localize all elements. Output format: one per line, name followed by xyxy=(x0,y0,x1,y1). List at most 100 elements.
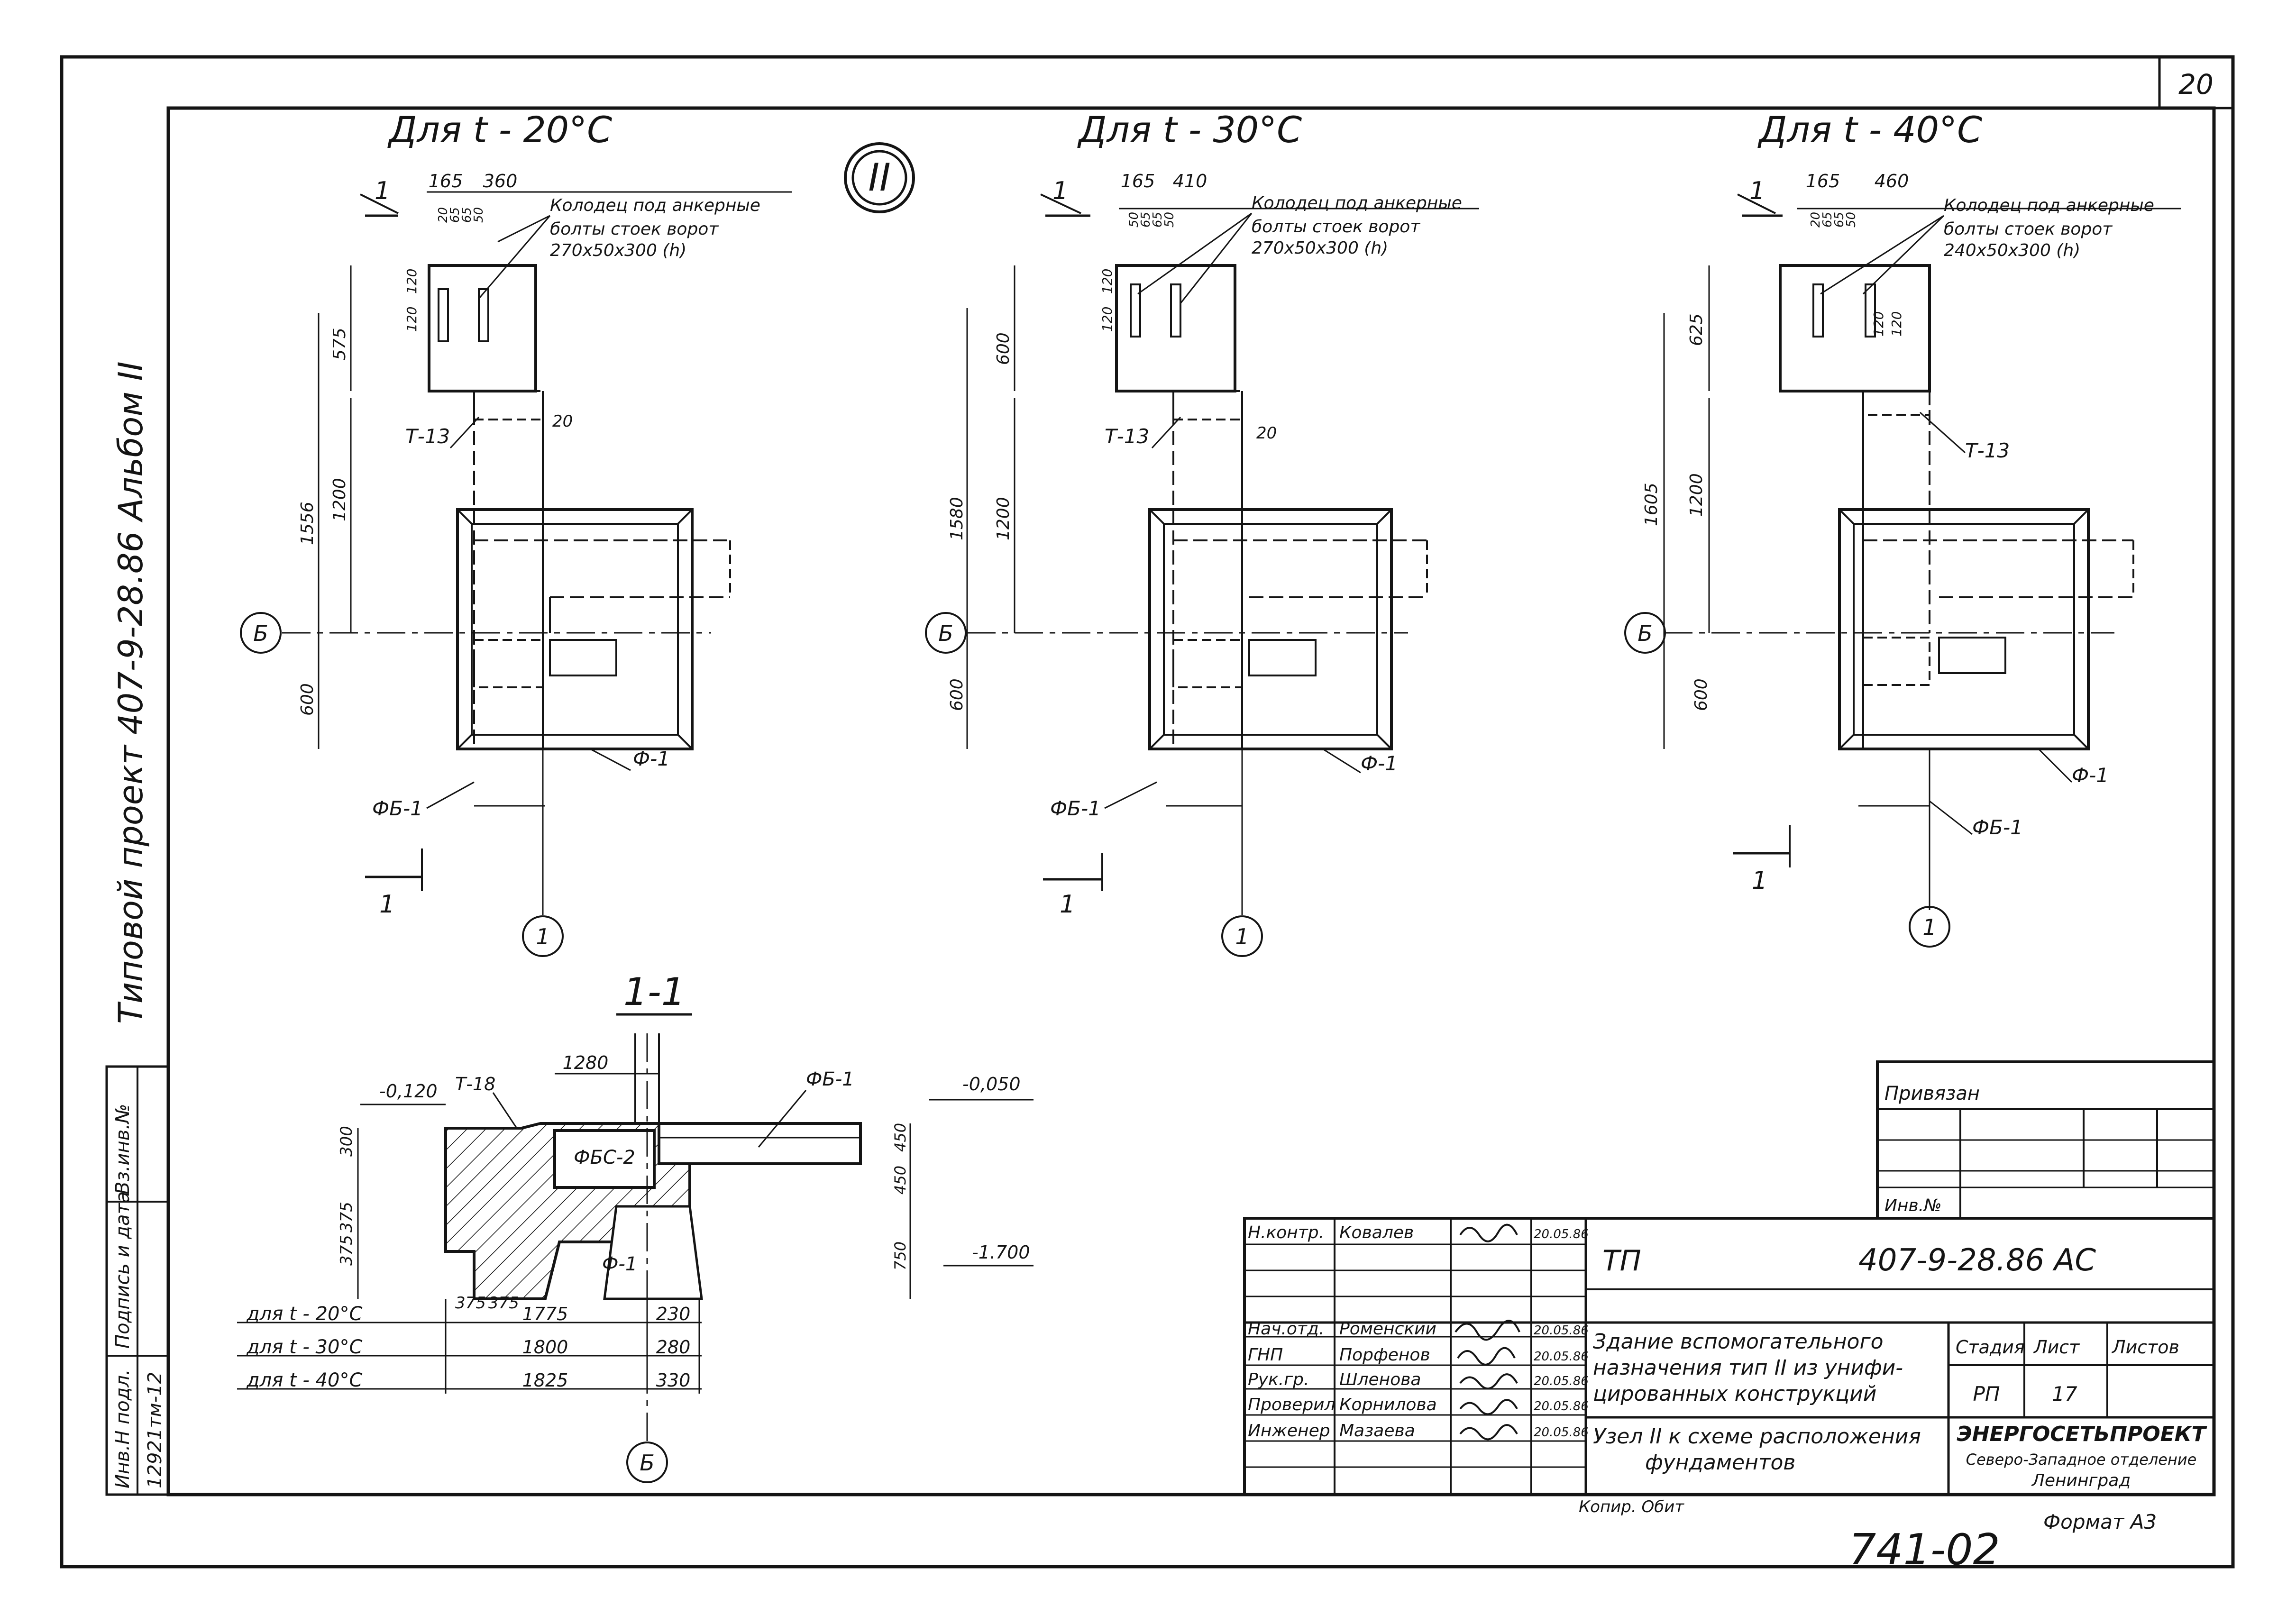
plan-1-small-dim-2: 65 xyxy=(448,207,462,223)
left-stamp: Инв.Н подл. Подпись и дата Вз.инв.№ 1292… xyxy=(105,1065,170,1496)
section-level-right: -0,050 xyxy=(962,1074,1021,1095)
plan-1-side-dim-b: 1556 xyxy=(298,502,317,545)
format-label: Формат А3 xyxy=(2043,1510,2157,1533)
plan-1-tie-label: Т-13 xyxy=(405,425,450,448)
plan-2-small-dim-3: 65 xyxy=(1151,212,1165,228)
tb-org-3: Ленинград xyxy=(2031,1471,2131,1490)
plan-2-title: Для t - 30°C xyxy=(1077,109,1302,151)
signer-role-9: Инженер xyxy=(1248,1421,1330,1441)
section-left-dim-2: 375 xyxy=(337,1202,356,1232)
plan-1-block-label: ФБ-1 xyxy=(372,797,423,820)
plan-2-axis-letter: Б xyxy=(938,620,953,646)
signer-role-8: Проверил xyxy=(1248,1395,1336,1414)
tb-stage: РП xyxy=(1973,1382,2000,1405)
stamp-label-inv-replaced: Вз.инв.№ xyxy=(112,1104,134,1195)
plan-3-small-dim-4: 50 xyxy=(1844,212,1858,228)
signer-date-8: 20.05.86 xyxy=(1534,1399,1589,1414)
plan-3-small-dim-2: 65 xyxy=(1820,212,1835,228)
plan-1-gap: 20 xyxy=(552,412,573,431)
plan-1-note-3: 270х50х300 (h) xyxy=(550,241,686,260)
signer-name-1: Ковалев xyxy=(1339,1223,1414,1242)
tb-tp: ТП xyxy=(1602,1244,1641,1277)
section-right-dim-3: 750 xyxy=(891,1241,909,1270)
tb-object-3: цированных конструкций xyxy=(1593,1382,1876,1406)
plan-2-dim-top-a: 165 xyxy=(1121,171,1155,192)
plan-1-foundation-label: Ф-1 xyxy=(633,747,670,770)
section-row-1-right: 230 xyxy=(656,1304,691,1324)
signer-date-9: 20.05.86 xyxy=(1534,1425,1589,1440)
section-top-dim: 1280 xyxy=(563,1052,609,1073)
signer-name-5: Роменский xyxy=(1339,1319,1436,1339)
plan-2-well-dim-2: 120 xyxy=(1099,269,1115,294)
signer-role-5: Нач.отд. xyxy=(1248,1319,1324,1339)
plan-3-axis-number: 1 xyxy=(1922,914,1936,940)
plan-2-block-label: ФБ-1 xyxy=(1050,797,1101,820)
plan-3-note-3: 240х50х300 (h) xyxy=(1944,241,2080,260)
inner-frame xyxy=(166,106,2216,1496)
section-row-3-right: 330 xyxy=(656,1370,691,1391)
tb-sheet-header: Лист xyxy=(2033,1337,2080,1358)
section-row-2-right: 280 xyxy=(656,1337,691,1358)
signer-date-6: 20.05.86 xyxy=(1534,1350,1589,1364)
plan-2-gap: 20 xyxy=(1256,424,1277,443)
section-title: 1-1 xyxy=(623,970,686,1014)
outer-frame xyxy=(60,55,2235,1569)
plan-2-side-dim-a: 600 xyxy=(994,332,1013,365)
section-right-dim-2: 450 xyxy=(891,1166,909,1195)
section-row-3-label: для t - 40°C xyxy=(246,1369,362,1391)
plan-1-title: Для t - 20°C xyxy=(387,109,612,151)
plan-3-small-dim-3: 65 xyxy=(1832,212,1847,228)
tb-sheets-header: Листов xyxy=(2111,1337,2179,1358)
plan-1-side-dim-d: 600 xyxy=(298,683,317,716)
plan-1-side-dim-a: 575 xyxy=(330,328,349,360)
plan-2-side-dim-d: 600 xyxy=(947,678,967,711)
signer-role-6: ГНП xyxy=(1248,1345,1283,1365)
tb-stage-header: Стадия xyxy=(1956,1337,2025,1358)
plan-2-side-dim-c: 1200 xyxy=(994,497,1013,540)
section-bottom-small-1: 375 xyxy=(455,1294,486,1313)
plan-3-note-1: Колодец под анкерные xyxy=(1944,196,2154,215)
plan-2: Для t - 30°C 165 410 50 65 65 50 Колодец… xyxy=(925,109,1479,957)
plan-1-section-bottom: 1 xyxy=(379,890,395,919)
stamp-label-signature: Подпись и дата xyxy=(112,1192,134,1349)
plan-3-foundation-label: Ф-1 xyxy=(2072,764,2109,787)
section-level-left: -0,120 xyxy=(379,1081,438,1102)
plan-1-axis-number: 1 xyxy=(536,924,549,949)
plan-3: Для t - 40°C 165 460 20 65 65 50 Колодец… xyxy=(1624,109,2181,948)
plan-3-well-dim-2: 120 xyxy=(1889,311,1904,337)
section-row-1-mid: 1775 xyxy=(522,1304,568,1324)
plan-2-note-3: 270х50х300 (h) xyxy=(1252,238,1388,258)
section-block2-label: ФБС-2 xyxy=(574,1147,635,1168)
signature-8 xyxy=(1459,1399,1518,1415)
plan-1-dim-top-b: 360 xyxy=(483,171,518,192)
plan-1: Для t - 20°C 165 360 20 65 65 50 Колодец… xyxy=(240,109,792,957)
tb-org-2: Северо-Западное отделение xyxy=(1966,1451,2197,1469)
signer-role-1: Н.контр. xyxy=(1248,1223,1324,1242)
plan-2-axis-number: 1 xyxy=(1235,924,1249,949)
tb-sheet: 17 xyxy=(2052,1382,2077,1405)
plan-2-section-bottom: 1 xyxy=(1060,890,1075,919)
plan-1-side-dim-c: 1200 xyxy=(330,478,349,521)
plan-1-axis-letter: Б xyxy=(253,620,268,646)
signer-role-7: Рук.гр. xyxy=(1248,1370,1309,1389)
section-block1-label: ФБ-1 xyxy=(806,1068,854,1090)
plan-2-small-dim-1: 50 xyxy=(1127,212,1141,228)
plan-3-side-dim-d: 600 xyxy=(1692,678,1711,711)
plan-3-well-dim-1: 120 xyxy=(1871,311,1886,337)
plan-2-dim-top-b: 410 xyxy=(1173,171,1207,192)
plan-3-side-dim-c: 1200 xyxy=(1687,473,1706,517)
plan-2-foundation-label: Ф-1 xyxy=(1361,752,1398,775)
signature-1 xyxy=(1459,1223,1518,1242)
plan-2-side-dim-b: 1580 xyxy=(947,497,967,540)
handwritten-code: 741-02 xyxy=(1849,1525,2000,1575)
svg-text:II: II xyxy=(868,155,890,200)
plan-2-note-1: Колодец под анкерные xyxy=(1252,193,1462,213)
title-block: Н.контр. Ковалев 20.05.86 Нач.отд. Ромен… xyxy=(1243,1217,2215,1496)
section-row-3-mid: 1825 xyxy=(522,1370,568,1391)
plan-2-section-top: 1 xyxy=(1052,177,1068,205)
plan-2-small-dim-2: 65 xyxy=(1139,212,1153,228)
plan-3-block-label: ФБ-1 xyxy=(1972,816,2023,839)
plan-3-dim-top-b: 460 xyxy=(1875,171,1909,192)
sheet-number: 20 xyxy=(2178,68,2214,100)
